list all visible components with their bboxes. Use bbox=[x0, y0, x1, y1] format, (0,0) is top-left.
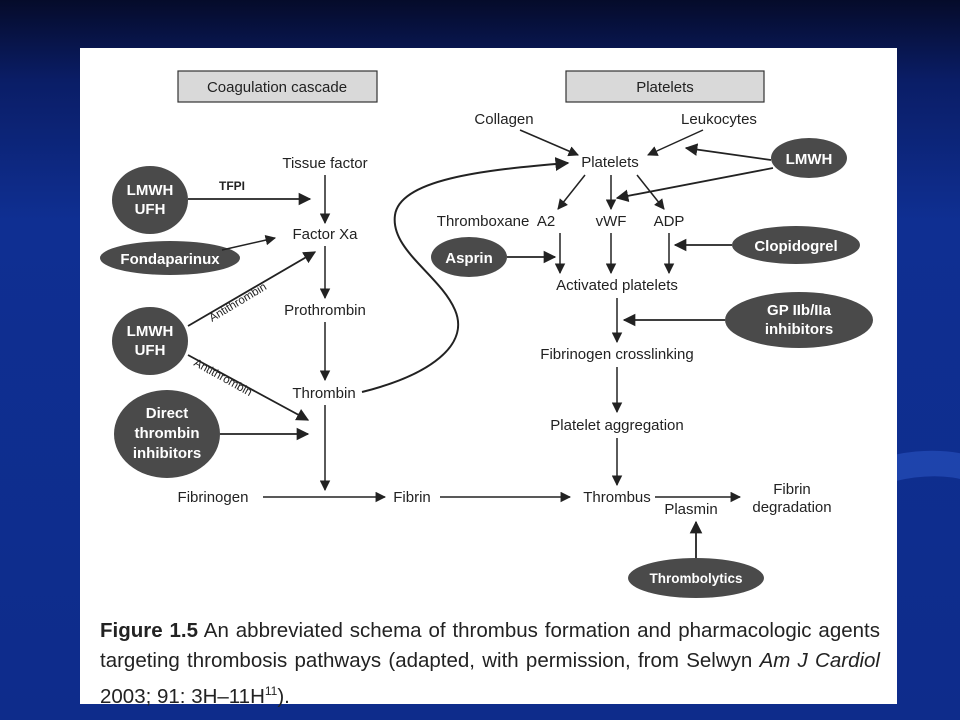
figure-label: Figure 1.5 bbox=[100, 619, 199, 642]
clopidogrel-label: Clopidogrel bbox=[754, 238, 837, 255]
vwf-node: vWF bbox=[596, 213, 627, 230]
platelets-header-label: Platelets bbox=[636, 79, 694, 96]
fibrin-node: Fibrin bbox=[393, 489, 431, 506]
tfpi-label: TFPI bbox=[219, 179, 245, 193]
lmwh-right-label: LMWH bbox=[786, 151, 833, 168]
plasmin-node: Plasmin bbox=[664, 501, 717, 518]
coag-header-label: Coagulation cascade bbox=[207, 79, 347, 96]
lmwh-oval-right bbox=[771, 138, 847, 178]
caption-journal: Am J Cardiol bbox=[759, 649, 880, 672]
lmwh-ufh-label-top-b: UFH bbox=[135, 201, 166, 218]
dti-label-b: thrombin bbox=[135, 425, 200, 442]
factor-xa-node: Factor Xa bbox=[292, 226, 358, 243]
direct-thrombin-inhibitors-oval bbox=[114, 390, 220, 478]
arrow-platelets-a2 bbox=[557, 174, 586, 210]
antithrombin-label-lower: Antithrombin bbox=[192, 357, 254, 399]
arrow-thrombin-platelets bbox=[361, 157, 570, 393]
clopidogrel-oval bbox=[732, 226, 860, 264]
aspirin-oval bbox=[431, 237, 507, 277]
fibrin-degradation-node-b: degradation bbox=[752, 499, 831, 516]
arrow-fondaparinux-xa bbox=[221, 234, 277, 251]
caption-citation: 2003; 91: 3H–11H bbox=[100, 684, 265, 708]
lmwh-ufh-label-mid-a: LMWH bbox=[127, 323, 174, 340]
adp-node: ADP bbox=[654, 213, 685, 230]
caption-end: ). bbox=[277, 684, 290, 708]
thrombolytics-oval bbox=[628, 558, 764, 598]
fondaparinux-oval bbox=[100, 241, 240, 275]
fibrinogen-crosslinking-node: Fibrinogen crosslinking bbox=[540, 346, 693, 363]
arrow-leukocytes-platelets bbox=[647, 129, 704, 156]
lmwh-ufh-oval-top bbox=[112, 166, 188, 234]
aspirin-label: Asprin bbox=[445, 250, 493, 267]
arrow-lmwh-vwf bbox=[615, 167, 774, 203]
dti-label-c: inhibitors bbox=[133, 445, 201, 462]
thromboxane-node: Thromboxane A2 bbox=[437, 213, 555, 230]
coag-header-box bbox=[177, 70, 378, 103]
fibrinogen-node: Fibrinogen bbox=[178, 489, 249, 506]
platelets-header-box bbox=[565, 70, 765, 103]
thrombin-node: Thrombin bbox=[292, 385, 355, 402]
arrow-lmwh-platelets bbox=[684, 143, 772, 161]
figure-panel bbox=[80, 48, 897, 704]
tissue-factor-node: Tissue factor bbox=[282, 155, 367, 172]
platelet-aggregation-node: Platelet aggregation bbox=[550, 417, 683, 434]
thrombolytics-label: Thrombolytics bbox=[649, 571, 742, 586]
gp-label-b: inhibitors bbox=[765, 321, 833, 338]
caption-ref: 11 bbox=[264, 684, 278, 698]
arrow-antithrombin-xa bbox=[187, 251, 317, 327]
fondaparinux-label: Fondaparinux bbox=[120, 251, 220, 268]
gp-inhibitors-oval bbox=[725, 292, 873, 348]
arrow-collagen-platelets bbox=[519, 129, 579, 157]
lmwh-ufh-oval-mid bbox=[112, 307, 188, 375]
figure-caption: Figure 1.5 An abbreviated schema of thro… bbox=[100, 616, 880, 712]
activated-platelets-node: Activated platelets bbox=[556, 277, 678, 294]
fibrin-degradation-node-a: Fibrin bbox=[773, 481, 811, 498]
lmwh-ufh-label-mid-b: UFH bbox=[135, 342, 166, 359]
arrow-antithrombin-thrombin bbox=[187, 354, 310, 421]
thrombus-node: Thrombus bbox=[583, 489, 651, 506]
collagen-node: Collagen bbox=[474, 111, 533, 128]
caption-text: An abbreviated schema of thrombus format… bbox=[100, 619, 880, 672]
dti-label-a: Direct bbox=[146, 405, 189, 422]
prothrombin-node: Prothrombin bbox=[284, 302, 366, 319]
leukocytes-node: Leukocytes bbox=[681, 111, 757, 128]
lmwh-ufh-label-top-a: LMWH bbox=[127, 182, 174, 199]
platelets-node: Platelets bbox=[581, 154, 639, 171]
gp-label-a: GP IIb/IIa bbox=[767, 302, 832, 319]
antithrombin-label-upper: Antithrombin bbox=[207, 281, 269, 325]
